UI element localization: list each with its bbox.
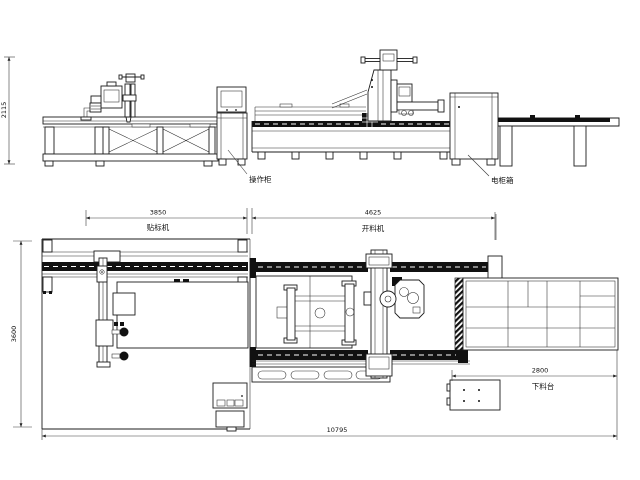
electric-cabinet-side: 电柜箱 (449, 92, 514, 185)
cutting-machine-side (251, 49, 452, 160)
dim-height-text: 2115 (0, 102, 8, 119)
plan-view: 3600 2800 下料台 10795 (10, 214, 619, 440)
dim-cutting-length-text: 4625 (365, 209, 382, 217)
labeling-machine-plan (41, 238, 251, 432)
pusher-frame-plan (283, 280, 357, 346)
dim-overall-length-text: 10795 (327, 426, 348, 434)
dim-overall-length: 10795 (41, 426, 617, 440)
labeling-head (80, 73, 145, 123)
gantry-plan (363, 249, 425, 379)
dim-cutting-machine: 4625 开料机 (252, 209, 495, 233)
dim-unloading-table: 2800 下料台 (451, 350, 618, 440)
labeling-table-plan (116, 281, 249, 349)
dim-overall-width: 3600 (10, 240, 32, 428)
length-dimensions: 3850 贴标机 4625 开料机 (85, 208, 496, 240)
dim-width-text: 3600 (10, 326, 18, 343)
electric-cabinet-plan (446, 379, 501, 411)
dim-unloading-table-text: 2800 (532, 367, 549, 375)
label-labeling-machine: 贴标机 (147, 222, 170, 232)
label-cutting-machine: 开料机 (362, 223, 385, 233)
dim-overall-height: 2115 (0, 56, 15, 165)
unloading-table-plan (454, 277, 619, 351)
gantry-side (360, 49, 445, 122)
labeling-machine-side (42, 73, 219, 167)
side-elevation-view: 2115 (0, 49, 620, 185)
dim-labeling-length-text: 3850 (150, 209, 167, 217)
operator-cabinet-plan (212, 382, 248, 432)
front-rail-plan (251, 360, 470, 383)
spindle-plan (379, 290, 397, 308)
unloading-table-side (498, 115, 620, 167)
label-electric-cabinet: 电柜箱 (491, 175, 514, 185)
dim-labeling-machine: 3850 贴标机 (86, 209, 247, 232)
x-brace (108, 128, 210, 153)
operator-cabinet-side: 操作柜 (216, 86, 272, 184)
label-operator-cabinet: 操作柜 (249, 174, 272, 184)
cutting-machine-plan (249, 249, 503, 383)
label-unloading-table: 下料台 (532, 381, 555, 391)
labeling-carriage-plan (93, 250, 136, 368)
